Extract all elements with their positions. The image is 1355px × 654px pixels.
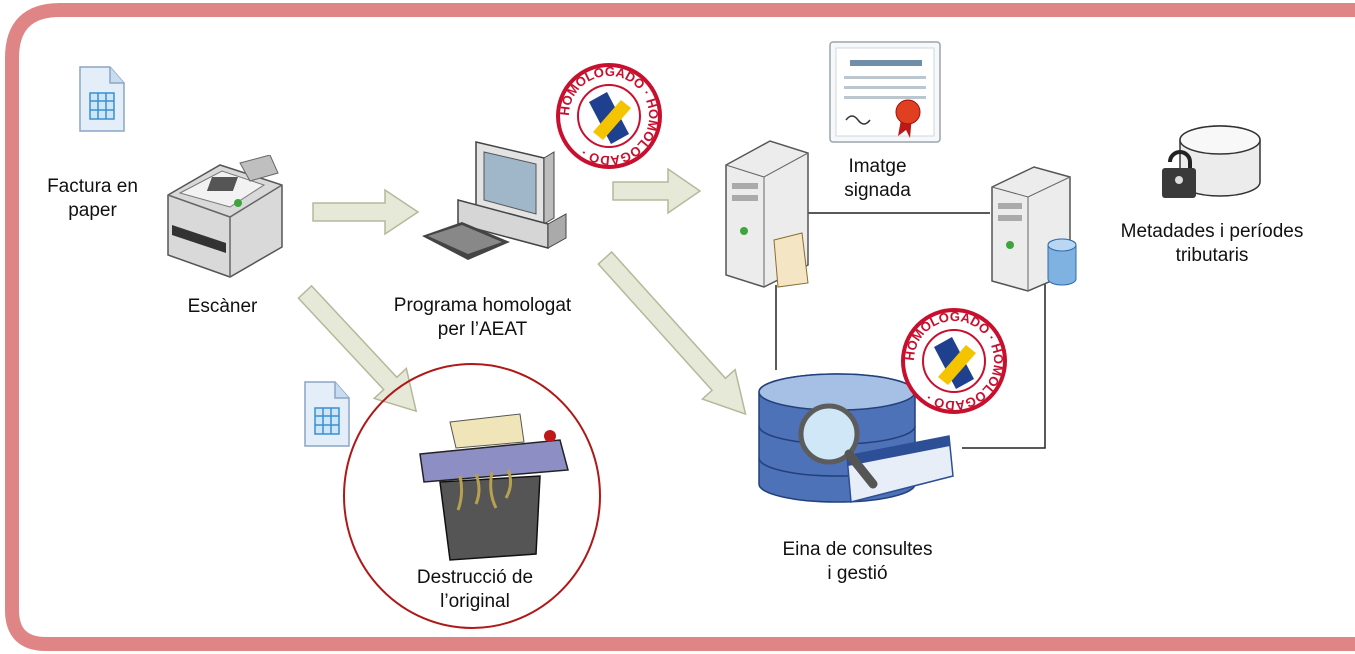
label-metadades: Metadades i períodes tributaris — [1098, 220, 1326, 268]
label-imatge-line1: Imatge — [848, 156, 907, 177]
arrow-program-to-server — [612, 167, 702, 215]
label-programa-line2: per l’AEAT — [437, 319, 528, 340]
scanner-icon — [167, 155, 283, 278]
arrow-scanner-to-shredder — [297, 284, 418, 413]
arrow-scanner-to-program — [312, 188, 420, 236]
document-icon — [304, 381, 350, 447]
label-eina-line1: Eina de consultes — [782, 539, 933, 560]
label-imatge: Imatge signada — [815, 155, 940, 203]
label-factura-line1: Factura en — [47, 176, 138, 197]
label-metadades-line1: Metadades i períodes — [1120, 221, 1304, 242]
label-eina: Eina de consultes i gestió — [735, 538, 980, 586]
arrow-program-to-tool — [597, 250, 747, 416]
label-factura: Factura en paper — [30, 175, 155, 223]
database-lock-icon — [1162, 125, 1261, 198]
label-metadades-line2: tributaris — [1175, 245, 1249, 266]
document-icon — [79, 66, 125, 132]
shredder-icon — [419, 413, 569, 561]
computer-icon — [422, 141, 567, 260]
label-destruccio: Destrucció de l’original — [400, 566, 550, 614]
label-destruccio-line2: l’original — [440, 591, 510, 612]
server-icon — [725, 140, 809, 288]
label-imatge-line2: signada — [844, 180, 911, 201]
database-search-icon — [758, 373, 954, 503]
homologado-seal-icon: HOMOLOGADO · HOMOLOGADO · — [556, 63, 662, 169]
destruction-circle — [343, 363, 601, 629]
label-escaner: Escàner — [187, 296, 258, 317]
label-programa: Programa homologat per l’AEAT — [365, 294, 600, 342]
label-factura-line2: paper — [68, 200, 117, 221]
homologado-seal-icon: HOMOLOGADO · HOMOLOGADO · — [901, 308, 1007, 414]
label-programa-line1: Programa homologat — [393, 295, 572, 316]
server-icon — [991, 166, 1077, 292]
connector-lines — [775, 212, 1046, 449]
certificate-icon — [829, 41, 941, 143]
label-destruccio-line1: Destrucció de — [416, 567, 534, 588]
label-eina-line2: i gestió — [827, 563, 888, 584]
